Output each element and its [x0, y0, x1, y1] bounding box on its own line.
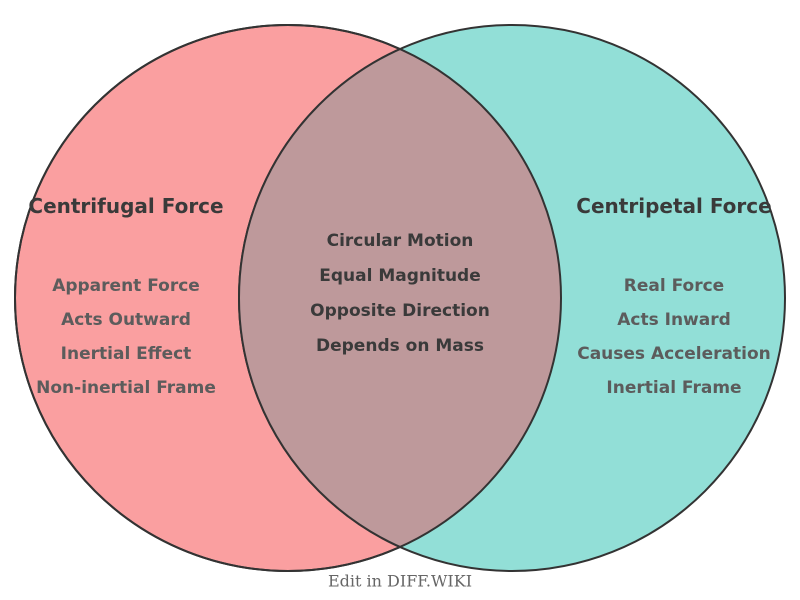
left-item: Non-inertial Frame	[36, 378, 216, 398]
left-item: Apparent Force	[52, 276, 200, 296]
left-item: Acts Outward	[61, 310, 191, 330]
left-item-list: Apparent Force Acts Outward Inertial Eff…	[36, 269, 216, 405]
right-item-list: Real Force Acts Inward Causes Accelerati…	[577, 269, 771, 405]
overlap-region	[238, 25, 561, 571]
diffwiki-edit-link[interactable]: Edit in DIFF.WIKI	[327, 571, 473, 591]
right-item: Real Force	[623, 276, 725, 296]
overlap-item: Circular Motion	[326, 231, 474, 251]
left-item: Inertial Effect	[60, 344, 192, 364]
left-circle-outline	[14, 24, 562, 572]
overlap-item: Depends on Mass	[316, 336, 484, 356]
overlap-item: Opposite Direction	[310, 301, 490, 321]
right-item: Inertial Frame	[606, 378, 742, 398]
right-item: Causes Acceleration	[577, 344, 771, 364]
right-set-title: Centripetal Force	[576, 194, 772, 218]
right-item: Acts Inward	[617, 310, 731, 330]
overlap-item-list: Circular Motion Equal Magnitude Opposite…	[310, 224, 490, 364]
overlap-item: Equal Magnitude	[319, 266, 481, 286]
left-set-title: Centrifugal Force	[28, 194, 224, 218]
